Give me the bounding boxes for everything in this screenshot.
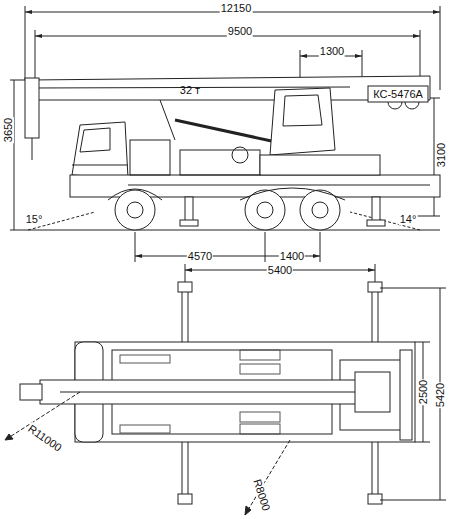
dimension-label: 3650 [2,117,14,143]
dimension-label: 1300 [319,45,345,57]
dimension-label: КС-5476А [372,88,424,100]
dimension-label: 12150 [220,2,253,14]
dimension-label: 32 т [179,84,201,96]
dimension-label: 3100 [435,142,447,168]
dimension-label: 5420 [434,382,446,408]
dimension-label: 1400 [279,250,305,262]
dimension-label: 9500 [227,25,253,37]
dimension-label: 4570 [187,250,213,262]
dimension-label: 14° [399,213,418,225]
dimension-label: 2500 [417,379,429,405]
dimension-label: 5400 [267,264,293,276]
dimension-label: 15° [25,213,44,225]
dimension-label: R11000 [25,422,64,455]
dimension-label: R8000 [251,477,273,513]
